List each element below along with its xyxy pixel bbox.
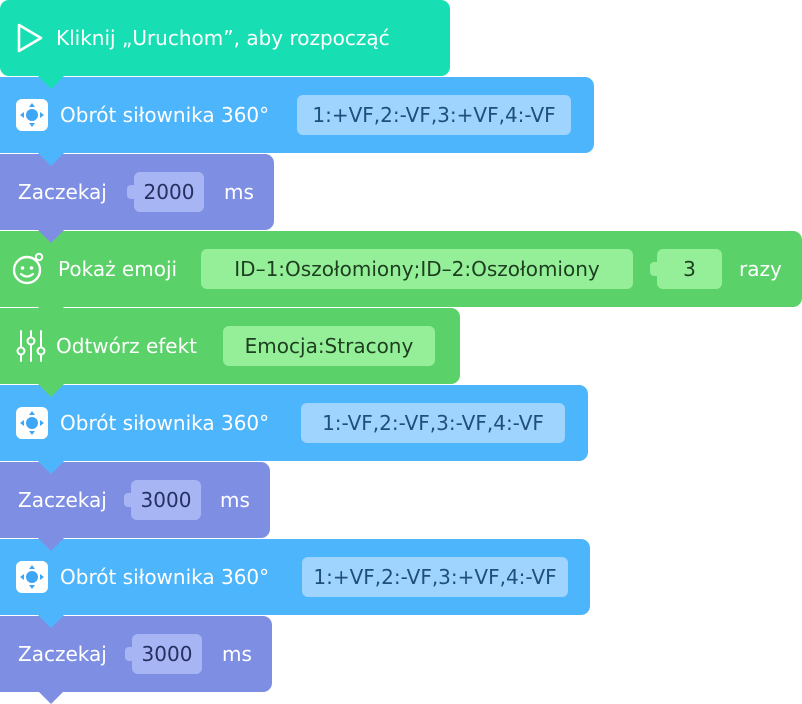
emoji-repeat-unit: razy xyxy=(739,257,782,281)
effect-select[interactable]: Emocja:Stracony xyxy=(223,326,435,366)
play-outline-icon xyxy=(17,23,43,53)
servo-label: Obrót siłownika 360° xyxy=(60,565,270,589)
wait-duration-input[interactable]: 2000 xyxy=(127,172,204,212)
wait-unit: ms xyxy=(224,180,254,204)
servo-rotation-block[interactable]: Obrót siłownika 360° 1:-VF,2:-VF,3:-VF,4… xyxy=(0,385,588,474)
servo-icon xyxy=(16,99,48,131)
wait-duration-input[interactable]: 3000 xyxy=(125,634,202,674)
wait-unit: ms xyxy=(220,488,250,512)
start-block[interactable]: Kliknij „Uruchom”, aby rozpocząć xyxy=(0,0,450,89)
wait-block[interactable]: Zaczekaj 2000 ms xyxy=(0,154,274,243)
wait-unit: ms xyxy=(222,642,252,666)
wait-label: Zaczekaj xyxy=(18,642,107,666)
equalizer-sliders-icon xyxy=(16,330,46,362)
wait-label: Zaczekaj xyxy=(18,488,107,512)
servo-label: Obrót siłownika 360° xyxy=(60,103,270,127)
wait-block[interactable]: Zaczekaj 3000 ms xyxy=(0,462,270,551)
effect-label: Odtwórz efekt xyxy=(56,334,198,358)
servo-rotation-block[interactable]: Obrót siłownika 360° 1:+VF,2:-VF,3:+VF,4… xyxy=(0,77,594,166)
wait-label: Zaczekaj xyxy=(18,180,107,204)
servo-rotation-block[interactable]: Obrót siłownika 360° 1:+VF,2:-VF,3:+VF,4… xyxy=(0,539,590,628)
servo-label: Obrót siłownika 360° xyxy=(60,411,270,435)
start-label: Kliknij „Uruchom”, aby rozpocząć xyxy=(56,26,390,50)
play-effect-block[interactable]: Odtwórz efekt Emocja:Stracony xyxy=(0,308,460,397)
show-emoji-block[interactable]: Pokaż emoji ID–1:Oszołomiony;ID–2:Oszoło… xyxy=(0,231,802,320)
emoji-id-input[interactable]: ID–1:Oszołomiony;ID–2:Oszołomiony xyxy=(201,249,633,289)
servo-speed-input[interactable]: 1:-VF,2:-VF,3:-VF,4:-VF xyxy=(301,403,565,443)
servo-speed-input[interactable]: 1:+VF,2:-VF,3:+VF,4:-VF xyxy=(297,95,571,135)
servo-icon xyxy=(16,407,48,439)
emoji-label: Pokaż emoji xyxy=(58,257,178,281)
servo-icon xyxy=(16,561,48,593)
emoji-repeat-input[interactable]: 3 xyxy=(650,249,722,289)
wait-block[interactable]: Zaczekaj 3000 ms xyxy=(0,616,272,704)
smiley-face-icon xyxy=(12,252,44,285)
wait-duration-input[interactable]: 3000 xyxy=(124,480,201,520)
servo-speed-input[interactable]: 1:+VF,2:-VF,3:+VF,4:-VF xyxy=(302,557,568,597)
